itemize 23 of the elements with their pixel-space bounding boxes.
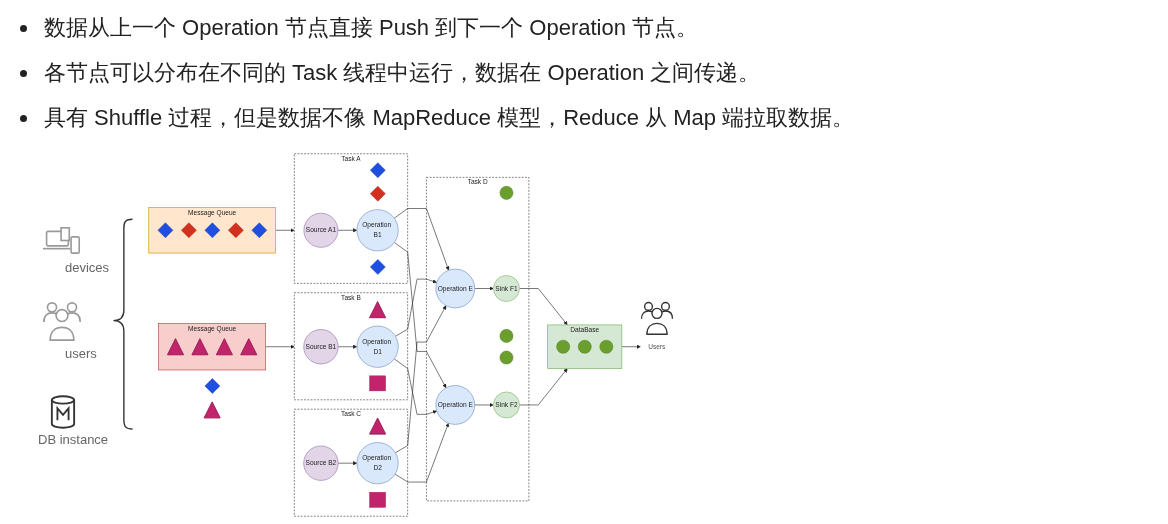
node-box [369,492,386,508]
node-circle [499,350,514,365]
node-circle [556,339,570,354]
bullet-text: 各节点可以分布在不同的 Task 线程中运行，数据在 Operation 之间传递。 [44,59,761,87]
node-diamond [228,222,244,239]
node-diamond [370,162,386,178]
node-diamond [157,222,174,239]
icon-caption: devices [65,260,110,276]
node-circle [499,186,514,200]
node-diamond [370,259,386,275]
node-diamond [181,222,197,239]
node-circle [577,339,592,354]
node-circle [499,329,514,343]
node-circle [599,339,614,354]
node-box [369,375,386,392]
icon-caption: users [65,346,97,362]
node-diamond [370,185,386,202]
bullet-text: 具有 Shuffle 过程，但是数据不像 MapReduce 模型，Reduce 从 Map 端拉取数据。 [44,104,855,132]
node-diamond [204,222,221,239]
node-diamond [204,378,221,394]
node-diamond [251,222,268,239]
icon-caption: DB instance [38,432,109,448]
bullet-text: 数据从上一个 Operation 节点直接 Push 到下一个 Operation 节点。 [44,14,699,42]
